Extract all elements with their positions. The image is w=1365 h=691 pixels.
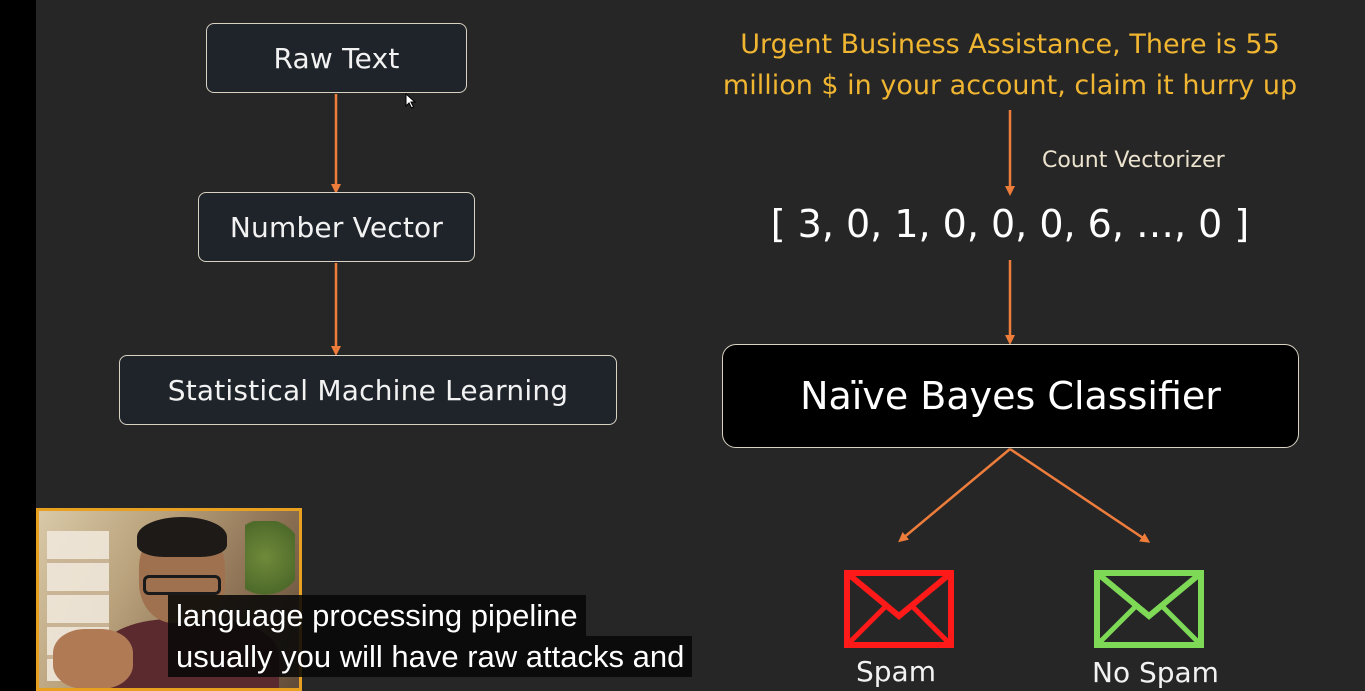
presenter-glasses <box>143 575 221 595</box>
arrow-classifier-to-no-spam <box>1009 447 1151 543</box>
arrow-classifier-to-spam <box>898 448 1011 543</box>
no-spam-label: No Spam <box>1092 656 1219 689</box>
left-black-bar <box>0 0 36 691</box>
spam-message-line-2: million $ in your account, claim it hurr… <box>722 70 1298 101</box>
spam-label: Spam <box>856 655 936 688</box>
caption-line-2: usually you will have raw attacks and <box>168 636 693 677</box>
envelope-icon <box>1094 570 1204 648</box>
presenter-hand <box>53 629 133 688</box>
statistical-ml-box: Statistical Machine Learning <box>119 355 617 425</box>
mouse-cursor-icon <box>405 93 417 109</box>
number-vector-box: Number Vector <box>198 192 475 262</box>
spam-message-line-1: Urgent Business Assistance, There is 55 <box>740 29 1280 60</box>
count-vector: [ 3, 0, 1, 0, 0, 0, 6, …, 0 ] <box>770 202 1250 246</box>
naive-bayes-classifier-box: Naïve Bayes Classifier <box>722 344 1299 448</box>
raw-text-box: Raw Text <box>206 23 467 93</box>
caption-line-1: language processing pipeline <box>168 595 586 636</box>
spam-message-text: Urgent Business Assistance, There is 55 … <box>690 24 1330 106</box>
presenter-hair <box>137 517 227 557</box>
count-vectorizer-label: Count Vectorizer <box>1042 148 1225 173</box>
envelope-icon <box>844 570 954 648</box>
